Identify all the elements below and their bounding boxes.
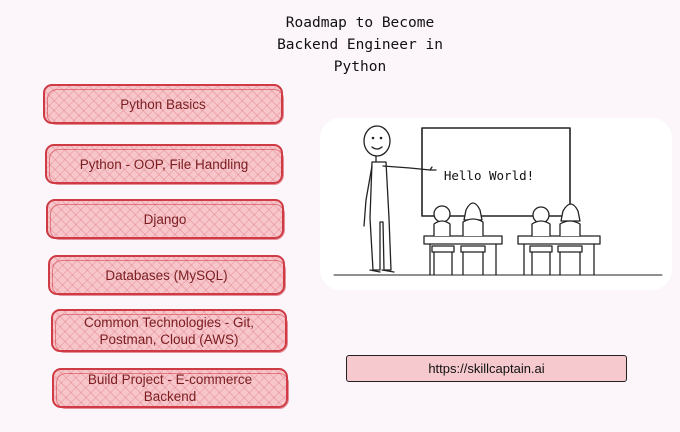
roadmap-step-django: Django [46, 199, 285, 240]
teacher-figure [363, 125, 437, 273]
step-label: Build Project - E-commerce Backend [87, 372, 253, 404]
desk-right [517, 235, 601, 276]
step-label: Common Technologies - Git, Postman, Clou… [83, 314, 255, 347]
student-3 [529, 206, 553, 276]
teacher-classroom-illustration: Hello World! [320, 118, 672, 290]
roadmap-step-python-basics: Python Basics [43, 84, 284, 125]
student-2 [460, 202, 486, 276]
roadmap-step-build-project: Build Project - E-commerce Backend [52, 368, 289, 409]
step-label: Python Basics [120, 96, 206, 112]
step-label: Django [143, 211, 187, 227]
roadmap-step-oop-file-handling: Python - OOP, File Handling [45, 144, 284, 185]
step-label: Databases (MySQL) [105, 267, 228, 283]
roadmap-step-common-technologies: Common Technologies - Git, Postman, Clou… [51, 309, 288, 353]
page-title: Roadmap to Become Backend Engineer in Py… [277, 15, 443, 75]
roadmap-step-databases: Databases (MySQL) [48, 255, 286, 296]
student-1 [431, 205, 455, 276]
student-4 [557, 203, 583, 276]
website-link[interactable]: https://skillcaptain.ai [346, 355, 627, 382]
whiteboard-text: Hello World! [444, 168, 534, 183]
step-label: Python - OOP, File Handling [79, 156, 249, 172]
whiteboard [421, 127, 571, 217]
